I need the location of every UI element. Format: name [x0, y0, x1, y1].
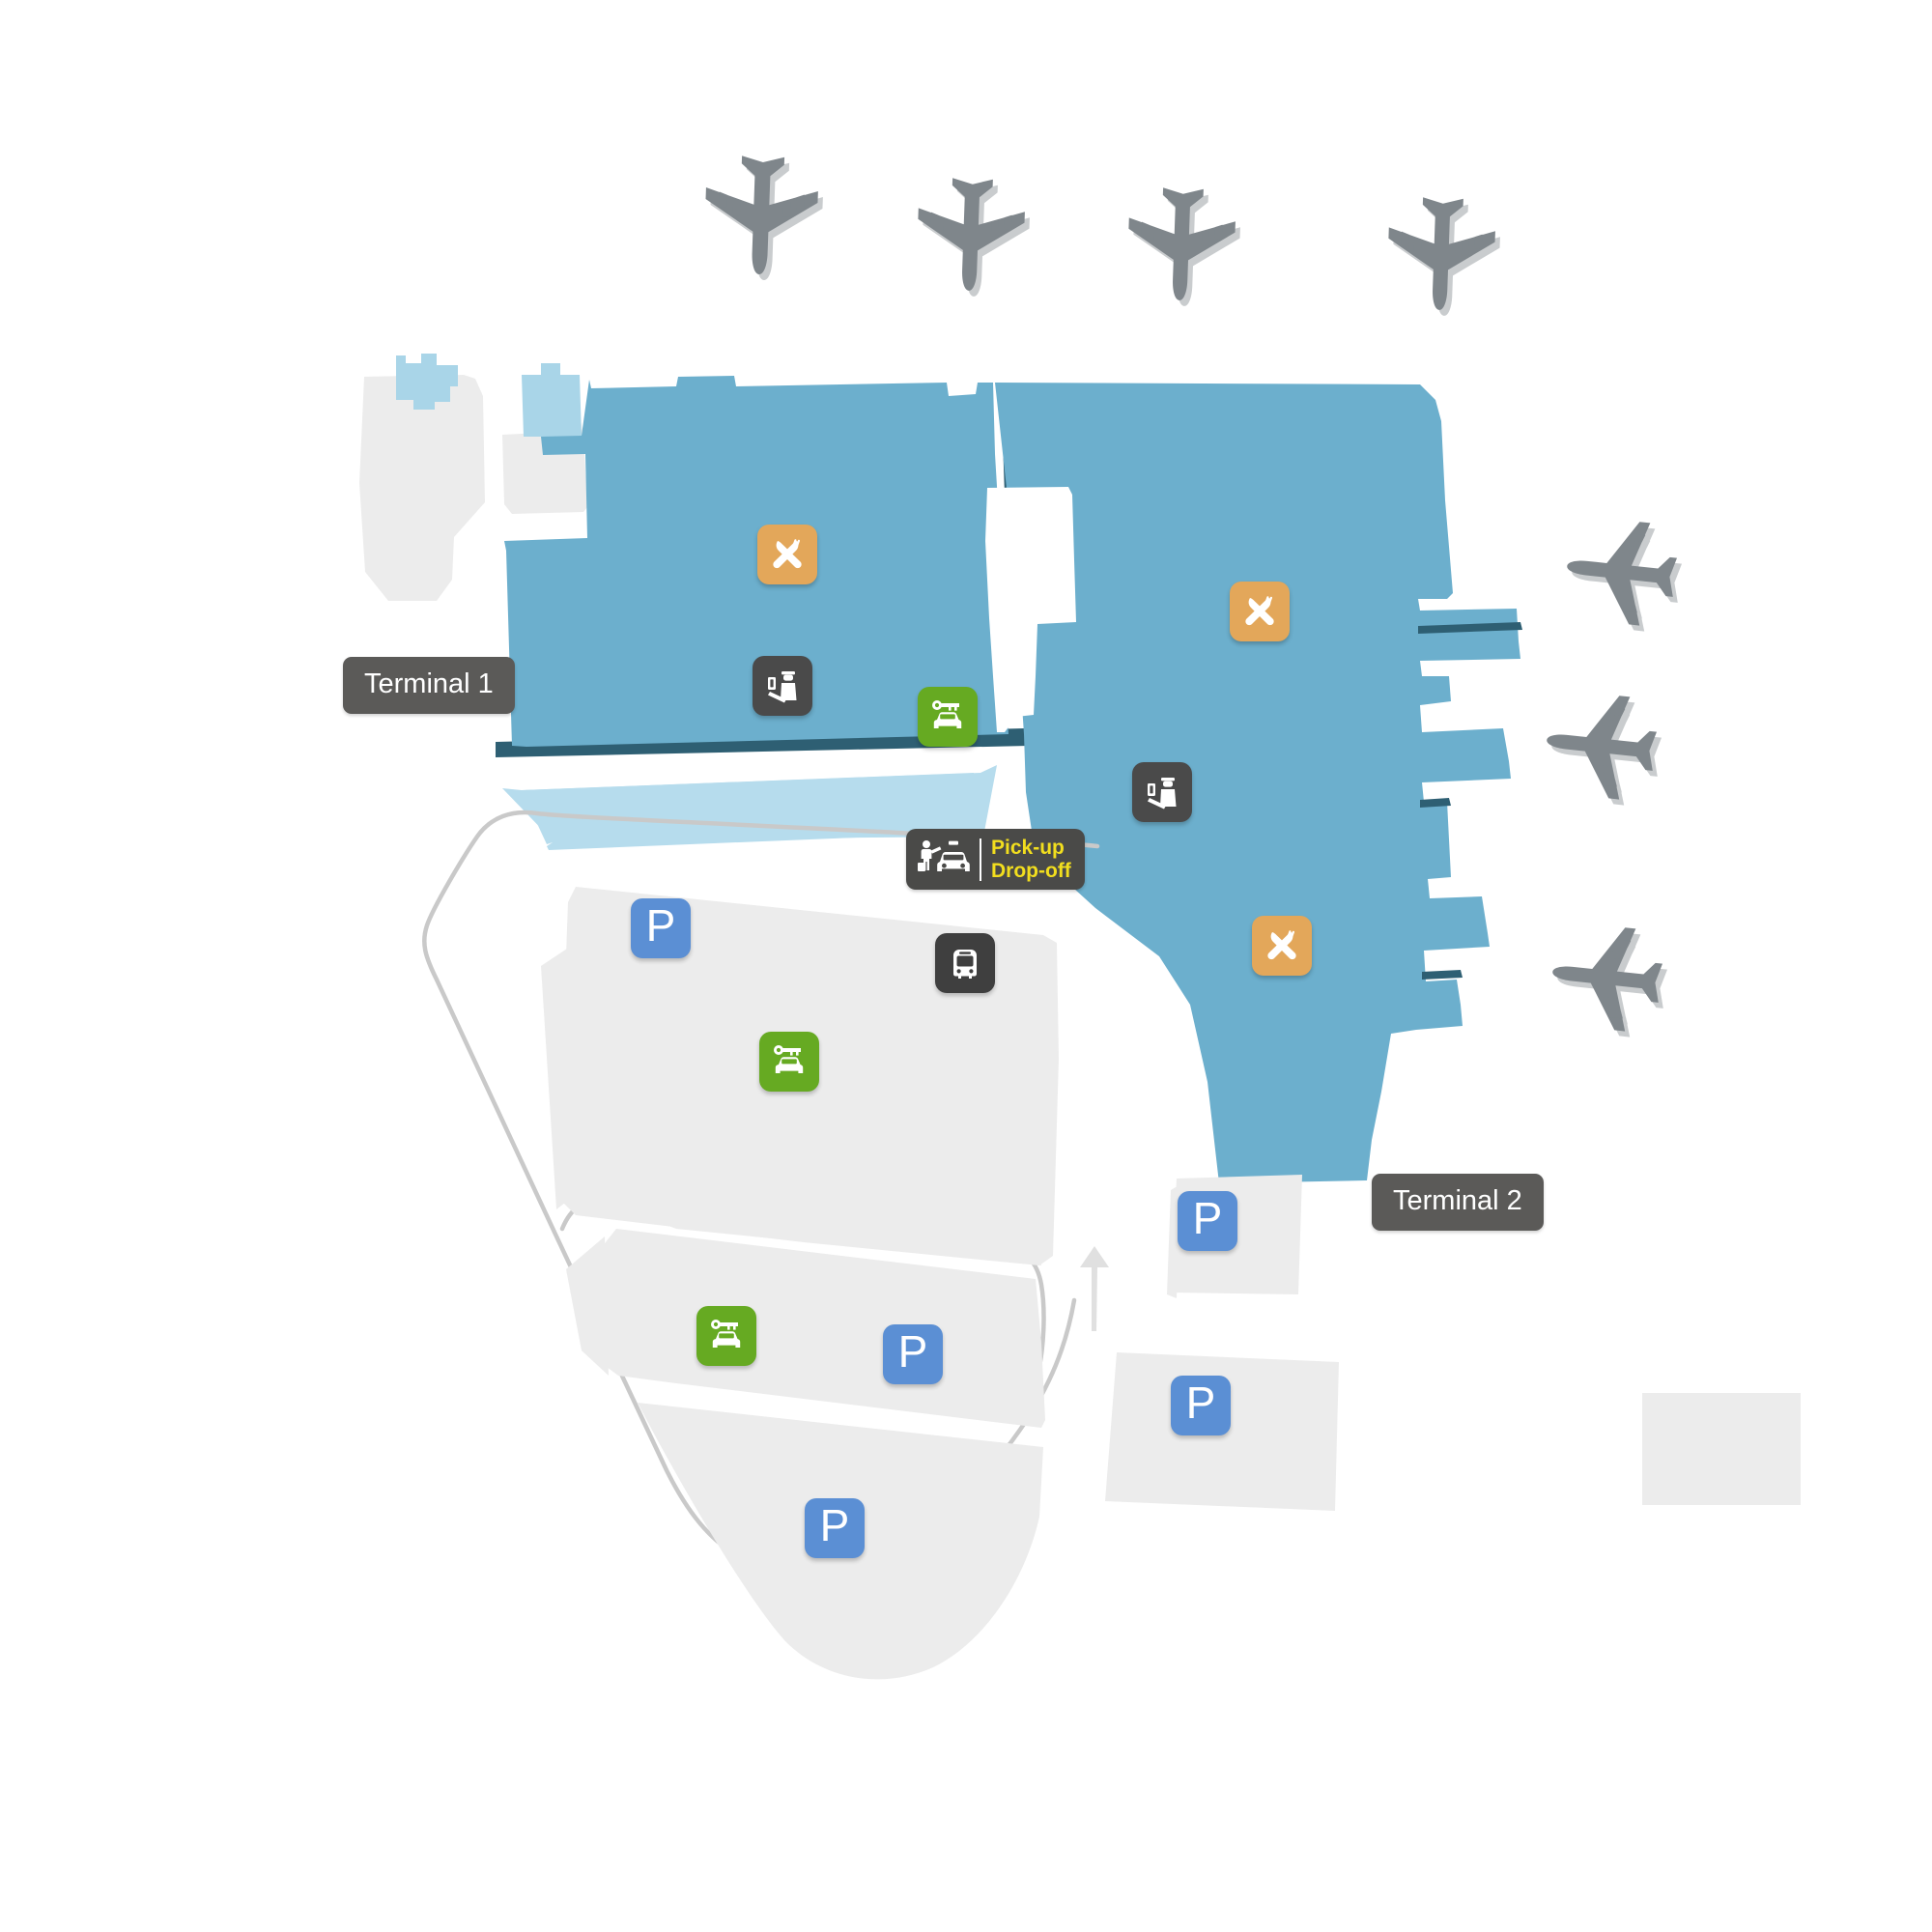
poi-car-rental-mid[interactable]: [759, 1032, 819, 1092]
poi-car-rental-terminal-1[interactable]: [918, 687, 978, 747]
poi-parking-mid-south[interactable]: P: [883, 1324, 943, 1384]
annex-center: [522, 363, 582, 446]
aircraft-top-4: [1385, 196, 1502, 318]
terminal-1-label[interactable]: Terminal 1: [343, 657, 515, 714]
poi-bus-station[interactable]: [935, 933, 995, 993]
customs-icon: [768, 671, 797, 703]
taxi-hail-icon: [916, 838, 972, 882]
aircraft-top-2: [915, 177, 1032, 298]
parking-structure-north-lower-deck: [541, 935, 591, 1209]
restaurant-icon: [773, 539, 802, 569]
terminal-courtyard: [985, 487, 1076, 732]
terminal-1-canopy-main: [522, 765, 997, 844]
poi-customs-terminal-2[interactable]: [1132, 762, 1192, 822]
poi-restaurant-terminal-2-south[interactable]: [1252, 916, 1312, 976]
car-rental-icon: [932, 700, 962, 728]
pudo-divider: [980, 838, 981, 881]
parking-icon: P: [1192, 1193, 1223, 1243]
jetbridge-shadows: [1418, 622, 1522, 980]
poi-restaurant-terminal-1[interactable]: [757, 525, 817, 584]
parking-icon: P: [819, 1500, 850, 1550]
pudo-line-1: Pick-up: [991, 837, 1065, 859]
restaurant-icon: [1267, 930, 1296, 960]
poi-parking-terminal-2-upper[interactable]: P: [1178, 1191, 1237, 1251]
restaurant-icon: [1245, 596, 1274, 626]
annex-west: [396, 354, 458, 410]
car-rental-icon: [774, 1045, 804, 1073]
terminal-2-label[interactable]: Terminal 2: [1372, 1174, 1544, 1231]
pickup-dropoff-badge[interactable]: Pick-up Drop-off: [906, 829, 1085, 891]
poi-parking-bottom[interactable]: P: [805, 1498, 865, 1558]
aircraft-right-2: [1541, 688, 1665, 809]
poi-parking-terminal-2-lower[interactable]: P: [1171, 1376, 1231, 1435]
poi-car-rental-south[interactable]: [696, 1306, 756, 1366]
terminal-2-label-text: Terminal 2: [1393, 1185, 1522, 1216]
poi-customs-terminal-1[interactable]: [753, 656, 812, 716]
parking-icon: P: [645, 900, 676, 951]
direction-arrow-icon: [1080, 1246, 1109, 1331]
pudo-line-2: Drop-off: [991, 859, 1071, 882]
terminal-2-building: [995, 383, 1520, 1183]
aircraft-top-1: [702, 155, 825, 282]
parking-structure-south-notch: [566, 1236, 609, 1376]
terminal-1-building: [504, 376, 1009, 747]
parking-icon: P: [1185, 1378, 1216, 1428]
aircraft-right-3: [1547, 920, 1671, 1040]
parking-lot-far-east: [1642, 1393, 1801, 1505]
ancillary-building-west: [359, 375, 485, 601]
pudo-text: Pick-up Drop-off: [991, 837, 1071, 882]
poi-parking-north[interactable]: P: [631, 898, 691, 958]
parking-apron-north: [595, 1161, 1041, 1265]
parking-lot-t2-upper-shadow: [1167, 1184, 1180, 1298]
customs-icon: [1148, 778, 1177, 810]
terminal-1-label-text: Terminal 1: [364, 668, 494, 699]
aircraft-top-3: [1125, 186, 1242, 308]
aircraft-right-1: [1561, 514, 1686, 635]
poi-restaurant-terminal-2-north[interactable]: [1230, 582, 1290, 641]
car-rental-icon: [711, 1320, 741, 1348]
parking-icon: P: [897, 1326, 928, 1377]
bus-icon: [953, 950, 977, 979]
